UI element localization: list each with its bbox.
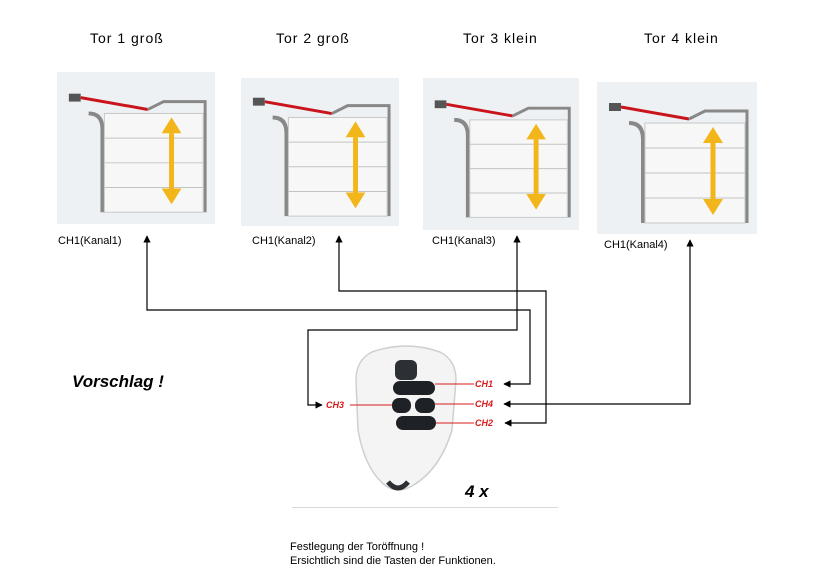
connector-gate4-ch4 [503,239,694,408]
garage-door-4-icon [597,83,757,233]
remote-button-ch4 [415,398,435,413]
garage-door-1-icon [57,73,215,223]
ch3-button-label: CH3 [326,400,344,410]
gate-2-image [241,78,399,226]
garage-door-3-icon [423,80,579,228]
remote-button-ch2 [396,416,436,430]
gate-3-image [423,78,579,230]
gate-4-title: Tor 4 klein [644,30,719,46]
gate-1-image [57,72,215,224]
remote-button-ch3 [392,398,411,413]
ch1-button-label: CH1 [475,379,493,389]
remote-control [355,345,457,491]
ch2-button-label: CH2 [475,418,493,428]
gate-2-title: Tor 2 groß [276,30,350,46]
gate-3-title: Tor 3 klein [463,30,538,46]
divider [292,507,558,508]
note-line-1: Festlegung der Toröffnung ! [290,541,425,553]
remote-button-ch1 [393,381,435,395]
gate-4-image [597,82,757,234]
note-line-2: Ersichtlich sind die Tasten der Funktion… [290,555,496,567]
remote-count-label: 4 x [465,482,489,501]
gate-1-title: Tor 1 groß [90,30,164,46]
ch4-button-label: CH4 [475,399,493,409]
garage-door-2-icon [241,78,399,226]
gate-1-channel-label: CH1(Kanal1) [58,235,122,247]
proposal-label: Vorschlag ! [72,372,164,391]
